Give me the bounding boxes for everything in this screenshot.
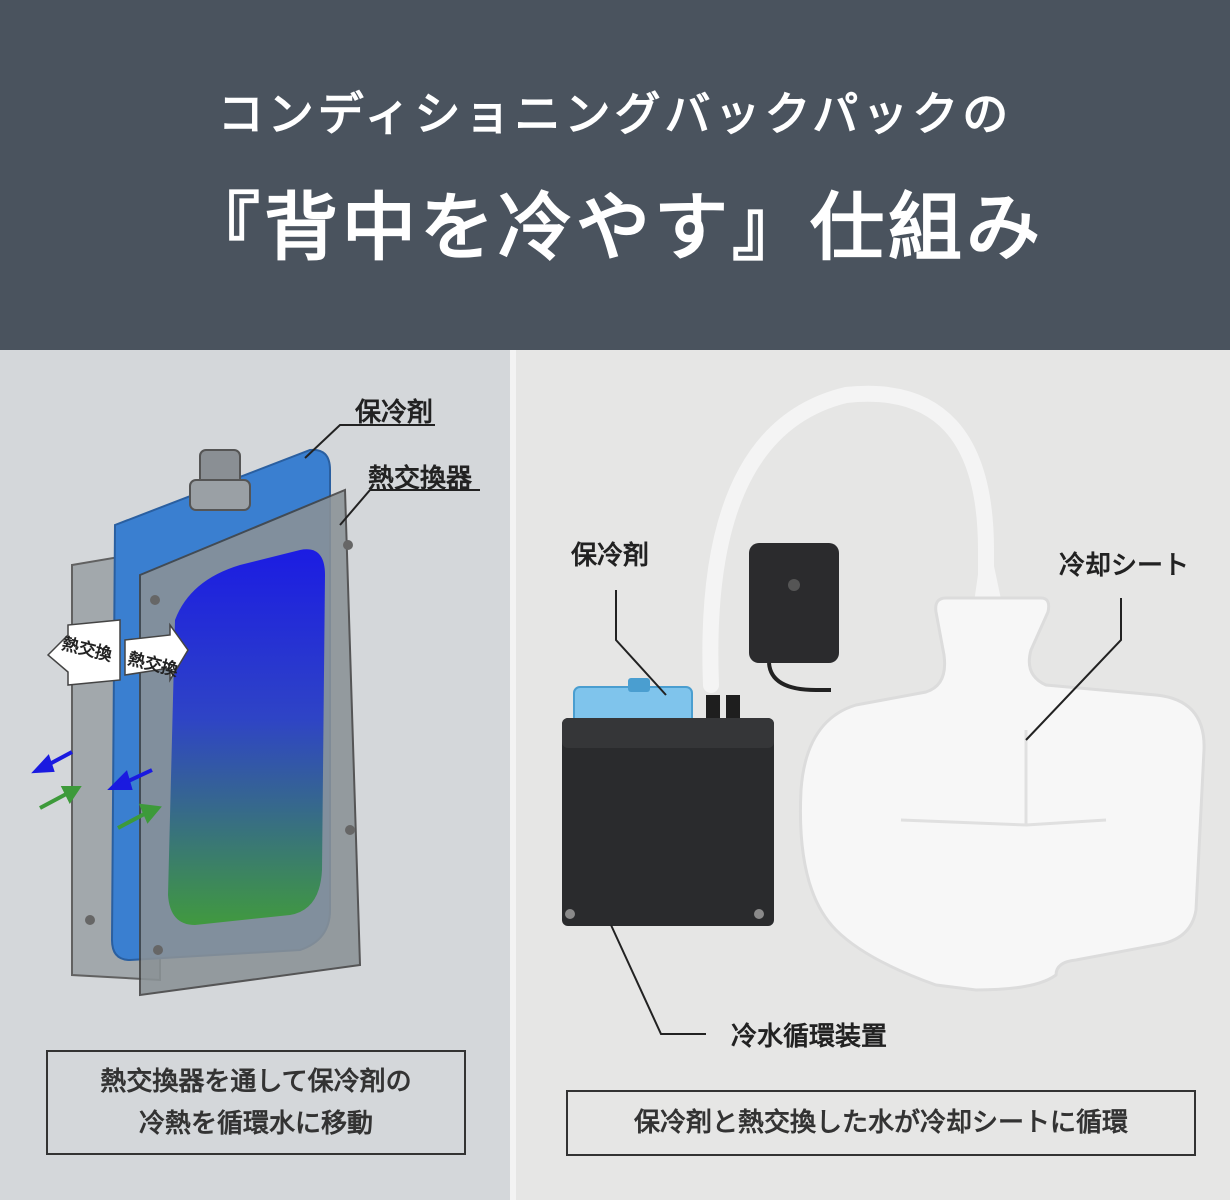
leader-circulator (610, 924, 706, 1035)
header-subtitle: コンディショニングバックパックの (217, 87, 1013, 141)
water-tube (702, 385, 994, 693)
battery-pack (749, 543, 839, 663)
leader-cooling-sheet (1025, 598, 1122, 741)
heat-exchange-arrow-1 (46, 619, 121, 686)
product-illustration (562, 385, 1206, 1035)
flow-arrow-blue-left (31, 750, 73, 774)
leader-coolant-right (615, 590, 667, 696)
header-title: 『背中を冷やす』仕組み (186, 185, 1044, 271)
flow-arrow-blue-mid (107, 768, 153, 790)
caption-right: 保冷剤と熱交換した水が冷却シートに循環 (633, 1108, 1128, 1138)
left-panel-diagram: 保冷剤 熱交換器 熱交換 熱交換 熱交換器を通して保冷剤の 冷熱を循環水に移動 (0, 350, 510, 1200)
label-circulator: 冷水循環装置 (731, 1022, 888, 1052)
panel-divider (510, 350, 516, 1200)
flow-arrow-green-mid (117, 803, 162, 830)
label-heat-exchanger: 熱交換器 (368, 464, 473, 494)
header-banner: コンディショニングバックパックの 『背中を冷やす』仕組み (0, 0, 1230, 350)
flow-arrow-green-left (39, 786, 82, 810)
caption-left-line2: 冷熱を循環水に移動 (138, 1108, 373, 1139)
heat-exchange-arrow-2 (124, 622, 189, 683)
label-cooling-sheet: 冷却シート (1059, 551, 1190, 581)
leader-heat-exchanger (339, 489, 480, 526)
water-chamber (168, 549, 325, 925)
caption-left-line1: 熱交換器を通して保冷剤の (100, 1066, 412, 1097)
right-panel-product: 保冷剤 冷却シート 冷水循環装置 保冷剤と熱交換した水が冷却シートに循環 (516, 350, 1230, 1200)
cold-water-circulator (562, 718, 774, 926)
label-coolant-right: 保冷剤 (571, 541, 650, 571)
caption-box-left: 熱交換器を通して保冷剤の 冷熱を循環水に移動 (46, 1050, 466, 1155)
leader-coolant (304, 424, 435, 459)
label-coolant-left: 保冷剤 (355, 398, 434, 428)
caption-box-right: 保冷剤と熱交換した水が冷却シートに循環 (566, 1090, 1196, 1156)
cooling-sheet (798, 596, 1206, 992)
heat-exchanger-illustration (31, 424, 480, 997)
